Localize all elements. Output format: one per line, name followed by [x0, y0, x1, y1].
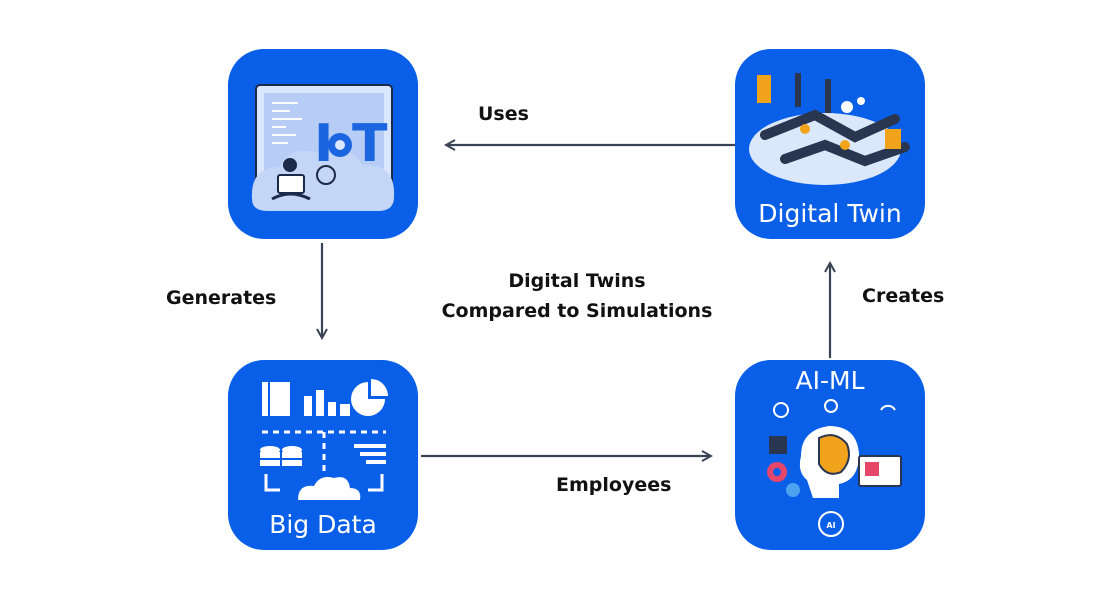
- ai-ml-card: AI-ML AI: [735, 360, 925, 550]
- data-dashboard-icon: [260, 379, 388, 500]
- edge-label-employees: Employees: [556, 474, 672, 496]
- big-data-card: Big Data: [228, 360, 418, 550]
- center-title-line2: Compared to Simulations: [441, 300, 713, 322]
- ai-ml-label: AI-ML: [795, 366, 865, 395]
- edge-label-creates: Creates: [862, 285, 945, 307]
- iot-icon: I T: [251, 84, 395, 211]
- edge-label-uses: Uses: [478, 103, 529, 125]
- factory-line-icon: [749, 73, 910, 185]
- svg-text:I: I: [314, 114, 333, 174]
- digital-twin-label: Digital Twin: [758, 199, 902, 228]
- digital-twin-card: Digital Twin: [735, 49, 925, 239]
- edge-label-generates: Generates: [166, 287, 277, 309]
- ai-head-icon: AI: [767, 399, 902, 537]
- big-data-label: Big Data: [269, 510, 377, 539]
- center-title-line1: Digital Twins: [508, 270, 646, 292]
- iot-card: I T: [228, 49, 418, 239]
- center-title: Digital Twins Compared to Simulations: [400, 266, 754, 326]
- svg-text:T: T: [352, 114, 388, 174]
- svg-text:AI: AI: [826, 521, 835, 530]
